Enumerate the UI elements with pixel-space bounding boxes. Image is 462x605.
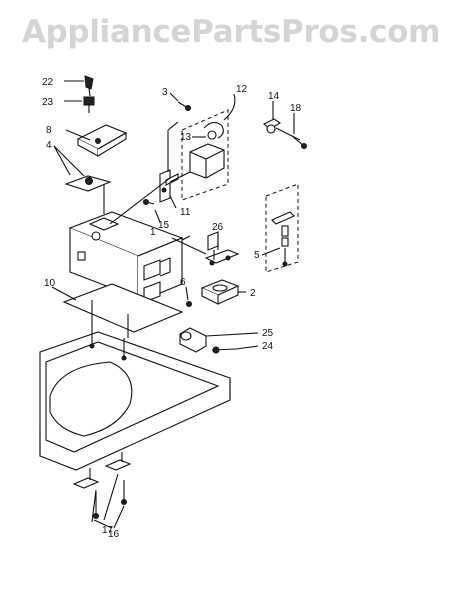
part-25-capacitor	[179, 327, 259, 353]
part-6-screw	[185, 286, 192, 307]
callout-10: 10	[44, 278, 56, 289]
part-10-plate	[51, 283, 184, 338]
part-23-fitting	[64, 96, 95, 113]
callout-13: 13	[180, 132, 192, 143]
callout-15: 15	[158, 220, 170, 231]
part-3-screw	[169, 92, 191, 111]
part-5-group	[261, 183, 299, 273]
callout-1: 1	[150, 227, 156, 238]
part-17-clips	[72, 452, 132, 523]
part-15-screw	[142, 199, 161, 223]
part-2-cup	[200, 279, 246, 305]
callout-labels: 22 23 8 4 3 12 13 14 18 11 15 1 26 6 2 5…	[42, 77, 302, 540]
callout-25: 25	[262, 328, 274, 339]
cabinet-top	[39, 324, 231, 471]
callout-11: 11	[180, 207, 191, 218]
callout-16: 16	[108, 529, 120, 540]
callout-12: 12	[236, 84, 248, 95]
part-14-18-group	[263, 101, 307, 149]
part-12-13-group	[181, 93, 236, 201]
part-4-plate	[53, 145, 112, 192]
part-16-screws	[93, 480, 127, 529]
part-22-knob	[64, 75, 94, 97]
callout-5: 5	[254, 250, 260, 261]
callout-17: 17	[102, 525, 114, 536]
callout-24: 24	[262, 341, 274, 352]
watermark-logo: AppliancePartsPros.com	[21, 14, 441, 50]
callout-6: 6	[180, 277, 186, 288]
callout-14: 14	[268, 91, 280, 102]
callout-18: 18	[290, 103, 302, 114]
callout-23: 23	[42, 97, 54, 108]
callout-22: 22	[42, 77, 54, 88]
callout-26: 26	[212, 222, 224, 233]
callout-4: 4	[46, 140, 52, 151]
part-8-bracket	[65, 124, 128, 157]
callout-3: 3	[162, 87, 168, 98]
part-26-bracket	[171, 231, 240, 266]
callout-8: 8	[46, 125, 52, 136]
callout-2: 2	[250, 288, 256, 299]
part-11-bracket	[159, 121, 191, 209]
part-1-housing	[68, 177, 191, 303]
part-24-screw	[211, 345, 259, 354]
